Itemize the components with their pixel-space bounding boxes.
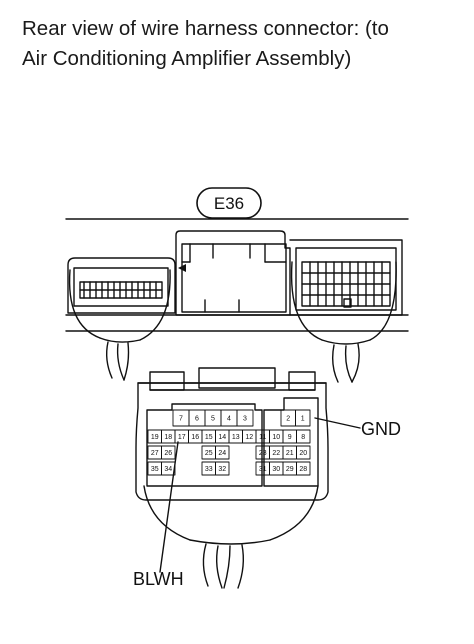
pin-cell-26 bbox=[161, 445, 176, 460]
pin-label-32: 32 bbox=[218, 466, 226, 473]
pin-label-25: 25 bbox=[205, 450, 213, 457]
pin-label-5: 5 bbox=[211, 416, 215, 423]
pin-label-4: 4 bbox=[227, 416, 231, 423]
gnd-leader-line bbox=[314, 417, 361, 429]
pin-label-1: 1 bbox=[301, 416, 305, 423]
pin-label-13: 13 bbox=[232, 434, 240, 441]
pin-cell-28 bbox=[296, 461, 311, 476]
pin-cell-32 bbox=[215, 461, 230, 476]
pin-label-2: 2 bbox=[286, 416, 290, 423]
gnd-label: GND bbox=[361, 419, 401, 439]
pin-label-19: 19 bbox=[151, 434, 159, 441]
pin-label-35: 35 bbox=[151, 466, 159, 473]
caption-line-2: Air Conditioning Amplifier Assembly) bbox=[22, 47, 352, 70]
pin-label-21: 21 bbox=[286, 450, 294, 457]
pin-label-6: 6 bbox=[195, 416, 199, 423]
pin-label-3: 3 bbox=[243, 416, 247, 423]
pin-label-33: 33 bbox=[205, 466, 213, 473]
amplifier-connector-assembly bbox=[65, 230, 409, 383]
blwh-label: BLWH bbox=[133, 569, 184, 589]
pin-label-22: 22 bbox=[272, 450, 280, 457]
pin-label-14: 14 bbox=[218, 434, 226, 441]
caption-line-1: Rear view of wire harness connector: (to bbox=[22, 17, 389, 40]
pin-label-10: 10 bbox=[272, 434, 280, 441]
pin-cell-20 bbox=[296, 445, 311, 460]
pin-label-18: 18 bbox=[164, 434, 172, 441]
pin-label-12: 12 bbox=[245, 434, 253, 441]
pin-label-8: 8 bbox=[301, 434, 305, 441]
pin-label-31: 31 bbox=[259, 466, 267, 473]
pin-label-20: 20 bbox=[299, 450, 307, 457]
pin-label-23: 23 bbox=[259, 450, 267, 457]
connector-id-badge: E36 bbox=[196, 187, 262, 219]
pin-label-26: 26 bbox=[164, 450, 172, 457]
pin-label-7: 7 bbox=[179, 416, 183, 423]
pin-label-29: 29 bbox=[286, 466, 294, 473]
pin-label-28: 28 bbox=[299, 466, 307, 473]
pin-label-27: 27 bbox=[151, 450, 159, 457]
pin-label-34: 34 bbox=[164, 466, 172, 473]
pin-label-16: 16 bbox=[191, 434, 199, 441]
pin-label-15: 15 bbox=[205, 434, 213, 441]
harness-wires bbox=[143, 485, 319, 589]
pin-label-17: 17 bbox=[178, 434, 186, 441]
diagram-caption: Rear view of wire harness connector: (to… bbox=[22, 14, 462, 74]
pin-label-9: 9 bbox=[288, 434, 292, 441]
pin-label-24: 24 bbox=[218, 450, 226, 457]
pin-cell-3 bbox=[236, 409, 254, 427]
blwh-leader-line bbox=[159, 441, 179, 573]
pin-cell-8 bbox=[296, 429, 311, 444]
pin-label-30: 30 bbox=[272, 466, 280, 473]
pin-cell-24 bbox=[215, 445, 230, 460]
pin-label-11: 11 bbox=[259, 434, 266, 441]
pin-cell-1 bbox=[295, 409, 311, 427]
connector-id-label: E36 bbox=[214, 194, 244, 213]
